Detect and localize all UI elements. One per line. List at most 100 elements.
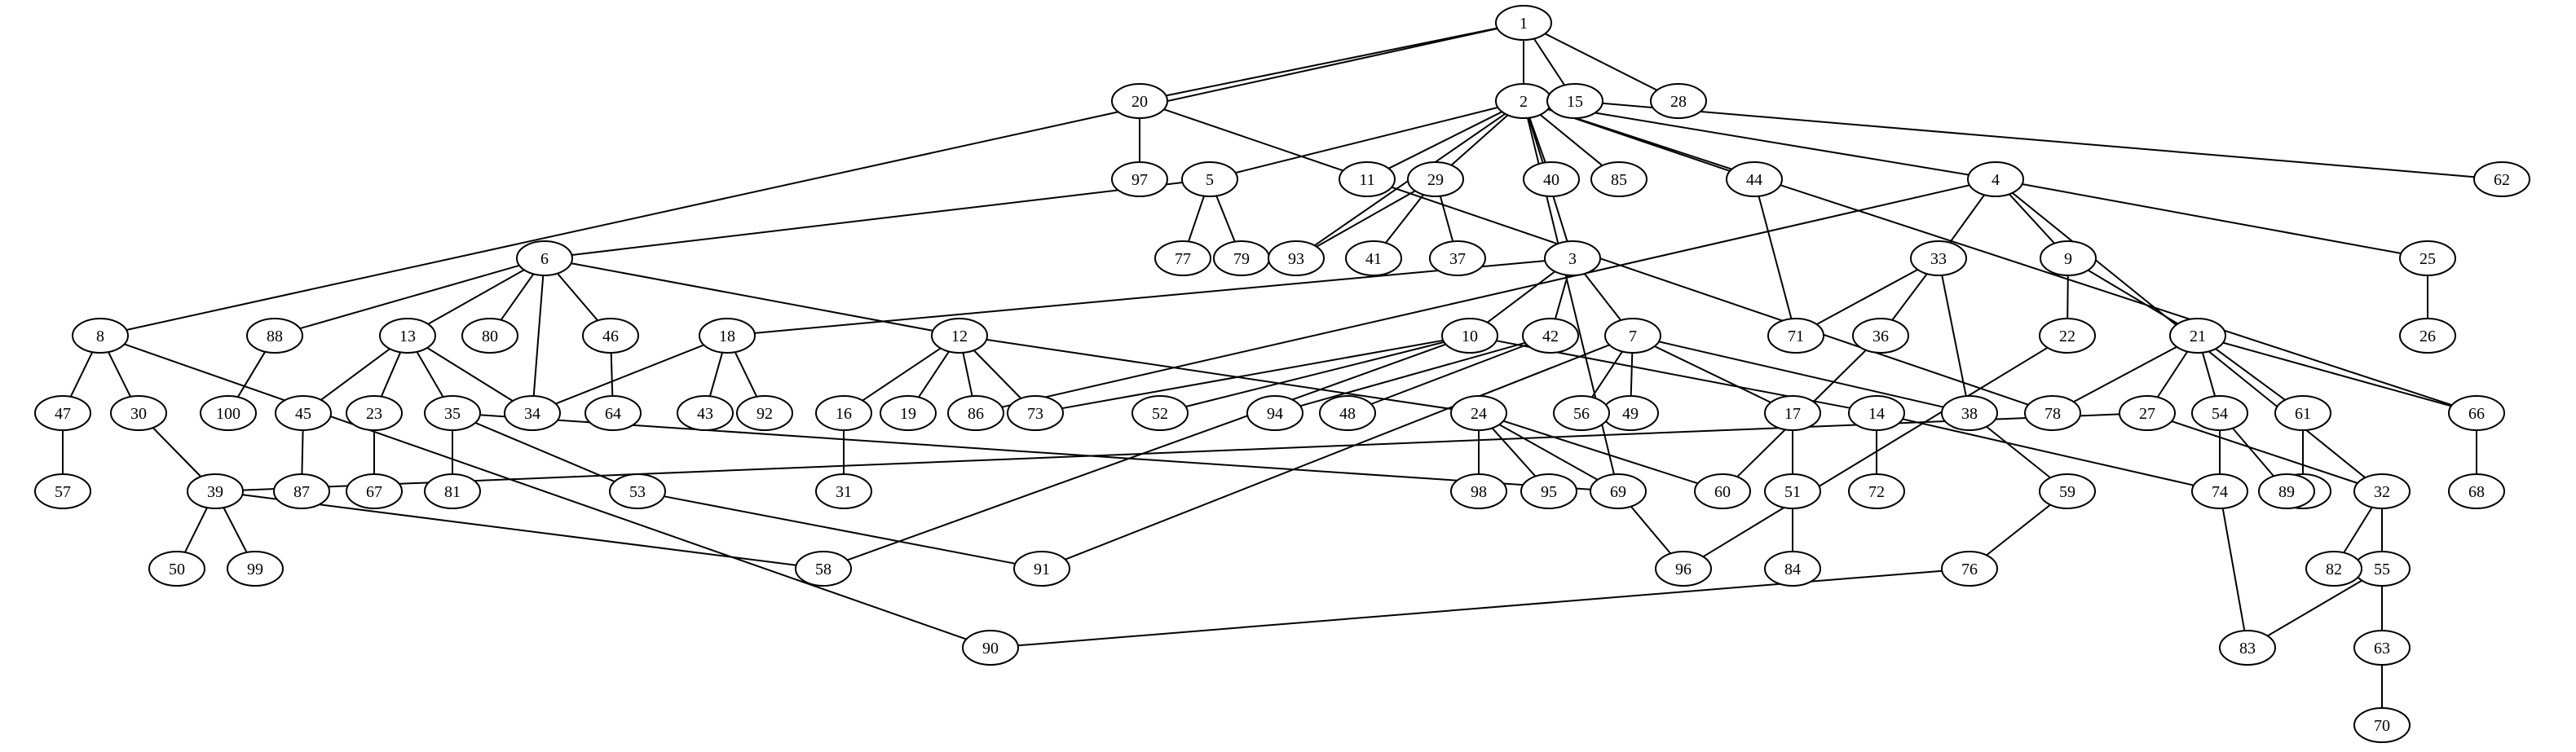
node-57-shape (34, 473, 91, 509)
node-5-label: 5 (1206, 171, 1214, 189)
edge-4-9 (2009, 193, 2055, 244)
node-27: 27 (2119, 395, 2176, 431)
node-11: 11 (1339, 161, 1396, 197)
node-38: 38 (1941, 395, 1998, 431)
node-24: 24 (1450, 395, 1507, 431)
node-45-label: 45 (295, 405, 311, 423)
node-9-shape (2040, 240, 2097, 276)
node-86: 86 (947, 395, 1004, 431)
node-33-shape (1910, 240, 1967, 276)
node-31: 31 (815, 473, 872, 509)
node-31-shape (815, 473, 872, 509)
node-64: 64 (584, 395, 642, 431)
node-41: 41 (1345, 240, 1402, 276)
edge-39-58 (242, 494, 796, 566)
node-13-shape (379, 318, 436, 354)
node-91-label: 91 (1034, 561, 1050, 578)
edge-7-49 (1630, 352, 1634, 397)
node-15-shape (1546, 83, 1603, 119)
node-30: 30 (110, 395, 167, 431)
edge-6-12 (571, 262, 933, 332)
edge-12-86 (962, 352, 973, 397)
node-43: 43 (677, 395, 734, 431)
node-42-label: 42 (1542, 328, 1559, 345)
node-73-label: 73 (1027, 405, 1043, 423)
node-95-label: 95 (1541, 483, 1557, 501)
node-58: 58 (795, 551, 852, 587)
node-26: 26 (2399, 318, 2456, 354)
node-78: 78 (2024, 395, 2081, 431)
node-26-shape (2399, 318, 2456, 354)
node-9: 9 (2040, 240, 2097, 276)
edge-5-79 (1215, 196, 1236, 242)
node-77-label: 77 (1175, 250, 1191, 268)
node-82-shape (2305, 551, 2362, 587)
node-68: 68 (2448, 473, 2505, 509)
node-45: 45 (275, 395, 332, 431)
node-34: 34 (504, 395, 561, 431)
node-48-label: 48 (1339, 405, 1356, 423)
node-100: 100 (200, 395, 257, 431)
node-74-shape (2191, 473, 2248, 509)
node-77-shape (1154, 240, 1211, 276)
node-61: 61 (2274, 395, 2331, 431)
node-25: 25 (2399, 240, 2456, 276)
node-57-label: 57 (55, 483, 71, 501)
node-84-shape (1764, 551, 1821, 587)
edge-5-6 (571, 182, 1183, 256)
node-24-label: 24 (1471, 405, 1487, 423)
node-47-shape (34, 395, 91, 431)
node-7-shape (1604, 318, 1661, 354)
node-3: 3 (1544, 240, 1601, 276)
node-30-shape (110, 395, 167, 431)
node-36-label: 36 (1872, 328, 1889, 345)
node-96-shape (1655, 551, 1712, 587)
edge-2-4 (1550, 104, 1969, 176)
node-32-shape (2353, 473, 2411, 509)
node-7: 7 (1604, 318, 1661, 354)
edge-1-28 (1544, 33, 1658, 91)
node-82-label: 82 (2326, 561, 2342, 578)
node-88-shape (246, 318, 303, 354)
node-37-shape (1429, 240, 1486, 276)
edge-33-36 (1891, 273, 1928, 321)
node-60: 60 (1694, 473, 1751, 509)
node-29-label: 29 (1427, 171, 1444, 189)
edge-7-38 (1658, 341, 1944, 408)
node-29-shape (1407, 161, 1464, 197)
edge-6-46 (557, 272, 598, 322)
edge-35-69 (479, 414, 1591, 490)
edge-59-76 (1986, 504, 2051, 556)
node-28-shape (1650, 83, 1707, 119)
node-24-shape (1450, 395, 1507, 431)
node-63-shape (2353, 630, 2411, 666)
node-31-label: 31 (836, 483, 852, 501)
node-55: 55 (2353, 551, 2411, 587)
node-98: 98 (1450, 473, 1507, 509)
node-1-label: 1 (1520, 15, 1528, 33)
node-82: 82 (2305, 551, 2362, 587)
node-22-label: 22 (2059, 328, 2075, 345)
edge-2-5 (1235, 106, 1498, 174)
node-71-label: 71 (1788, 328, 1804, 345)
edge-27-39 (242, 413, 2120, 491)
node-72: 72 (1848, 473, 1905, 509)
node-60-label: 60 (1714, 483, 1731, 501)
node-23-label: 23 (366, 405, 382, 423)
node-62-label: 62 (2494, 171, 2510, 189)
node-98-label: 98 (1471, 483, 1487, 501)
edge-13-45 (320, 348, 390, 401)
node-35-shape (424, 395, 481, 431)
node-22: 22 (2039, 318, 2096, 354)
node-55-label: 55 (2374, 561, 2390, 578)
node-36-shape (1852, 318, 1909, 354)
node-20-shape (1111, 83, 1168, 119)
node-88: 88 (246, 318, 303, 354)
edge-2-11 (1387, 111, 1503, 169)
node-54: 54 (2191, 395, 2248, 431)
node-46-label: 46 (602, 328, 619, 345)
node-40-shape (1523, 161, 1580, 197)
edge-4-86 (1001, 184, 1970, 408)
node-96: 96 (1655, 551, 1712, 587)
